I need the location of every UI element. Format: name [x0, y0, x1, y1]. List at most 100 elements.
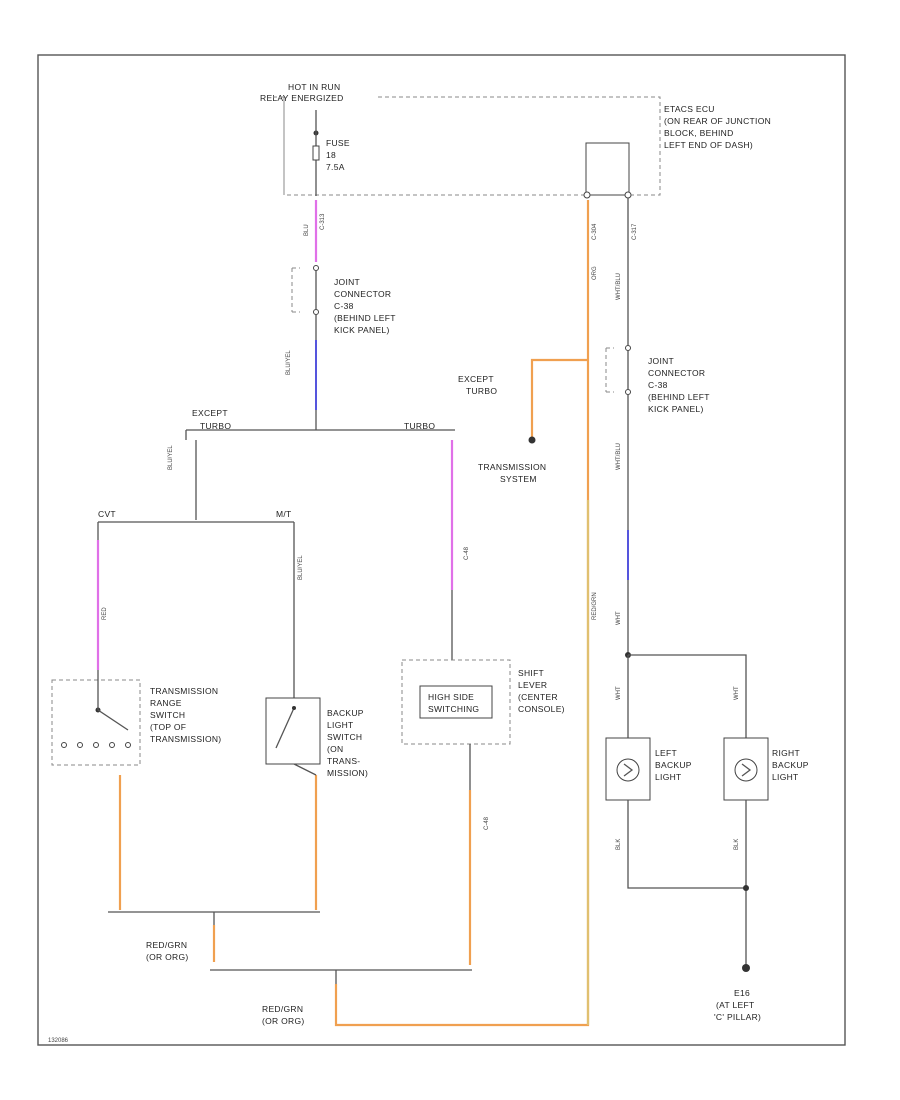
figure-id: 132086 [48, 1038, 69, 1044]
etacs-pin-right [624, 191, 632, 199]
trans-system-terminal [528, 436, 536, 444]
wire-label-c48-1: C-48 [464, 546, 470, 560]
label-bls-3: SWITCH [327, 732, 362, 742]
wire-label-bluyel-1: BLU/YEL [286, 350, 292, 375]
label-bls-6: MISSION) [327, 768, 368, 778]
trs-pin-5 [125, 742, 131, 748]
label-trs-2: RANGE [150, 698, 182, 708]
wire-label-wht-1: WHT [616, 611, 622, 625]
label-jc1-3: C-38 [334, 301, 354, 311]
label-fuse: FUSE [326, 138, 350, 148]
trs-pin-1 [61, 742, 67, 748]
high-side-switching-box [419, 685, 493, 719]
label-bls-1: BACKUP [327, 708, 364, 718]
bls-contact [275, 707, 295, 749]
label-bls-2: LIGHT [327, 720, 354, 730]
label-fuse-amp: 7.5A [326, 162, 345, 172]
label-jb-3: BLOCK, BEHIND [664, 128, 734, 138]
label-jc1-5: KICK PANEL) [334, 325, 390, 335]
wire-bls-link [293, 763, 317, 776]
wire-label-c48-2: C-48 [484, 816, 490, 830]
left-bulb-icon [616, 758, 640, 782]
label-trans-sys-2: SYSTEM [500, 474, 537, 484]
label-trs-3: SWITCH [150, 710, 185, 720]
label-bls-4: (ON [327, 744, 343, 754]
trs-outline [51, 679, 141, 766]
wire-label-blu: BLU [304, 224, 310, 236]
wire-label-bluyel-2: BLU/YEL [168, 445, 174, 470]
label-trans-sys-1: TRANSMISSION [478, 462, 546, 472]
wire-label-org: ORG [592, 266, 598, 280]
wire-left-ground [627, 800, 746, 889]
wire-long-orange [334, 500, 590, 1027]
trs-pin-3 [93, 742, 99, 748]
label-rg2-2: (OR ORG) [262, 1016, 305, 1026]
wire-label-c317: C-317 [632, 223, 638, 240]
right-bulb-filament [741, 763, 752, 777]
label-rbl-2: BACKUP [772, 760, 809, 770]
label-jc2-3: C-38 [648, 380, 668, 390]
wire-label-wht-3: WHT [734, 686, 740, 700]
label-lbl-1: LEFT [655, 748, 677, 758]
label-sl-1: SHIFT [518, 668, 544, 678]
wire-label-redgrn: RED/GRN [592, 592, 598, 620]
wire-label-whtblu-2: WHT/BLU [616, 443, 622, 470]
label-gnd-1: E16 [734, 988, 750, 998]
junction-block-outline [270, 96, 661, 196]
label-jc1-1: JOINT [334, 277, 360, 287]
label-jc2-4: (BEHIND LEFT [648, 392, 710, 402]
jc2-pin-top [625, 345, 631, 351]
label-except-turbo-2b: TURBO [466, 386, 497, 396]
etacs-pin-left [583, 191, 591, 199]
trs-pin-4 [109, 742, 115, 748]
backup-light-switch-box [265, 697, 321, 765]
label-shift-box-2: SWITCHING [428, 704, 479, 714]
label-trs-1: TRANSMISSION [150, 686, 218, 696]
label-sl-3: (CENTER [518, 692, 558, 702]
bls-pivot [292, 706, 296, 710]
label-gnd-3: 'C' PILLAR) [714, 1012, 761, 1022]
label-trs-5: TRANSMISSION) [150, 734, 221, 744]
label-gnd-2: (AT LEFT [716, 1000, 754, 1010]
jc1-pin-top [313, 265, 319, 271]
wire-label-c313: C-313 [320, 213, 326, 230]
label-hot-in-run: HOT IN RUN [288, 82, 340, 92]
label-except-turbo-1: EXCEPT [192, 408, 228, 418]
label-rg1-2: (OR ORG) [146, 952, 189, 962]
label-rg2-1: RED/GRN [262, 1004, 303, 1014]
ground-join-node [743, 885, 749, 891]
jc1-outline [291, 267, 300, 313]
ground-terminal-icon [742, 964, 750, 972]
label-cvt: CVT [98, 509, 116, 519]
label-turbo-1: TURBO [200, 421, 231, 431]
label-jb-1: ETACS ECU [664, 104, 715, 114]
label-turbo-right: TURBO [404, 421, 435, 431]
label-fuse-num: 18 [326, 150, 336, 160]
label-sl-2: LEVER [518, 680, 547, 690]
diagram-frame [37, 54, 846, 1046]
jc1-pin-bottom [313, 309, 319, 315]
label-jb-4: LEFT END OF DASH) [664, 140, 753, 150]
label-rbl-1: RIGHT [772, 748, 800, 758]
label-jc2-2: CONNECTOR [648, 368, 705, 378]
jc2-outline [605, 347, 614, 393]
label-rbl-3: LIGHT [772, 772, 799, 782]
wire-label-red-1: RED [102, 607, 108, 620]
wire-except-turbo-branch [530, 358, 588, 440]
wire-to-right-light [628, 654, 747, 738]
fuse-icon [312, 145, 320, 161]
wire-label-bluyel-3: BLU/YEL [298, 555, 304, 580]
label-shift-box: HIGH SIDE [428, 692, 474, 702]
label-bls-5: TRANS- [327, 756, 360, 766]
left-bulb-filament [623, 763, 634, 777]
label-mt: M/T [276, 509, 292, 519]
wire-label-whtblu-1: WHT/BLU [616, 273, 622, 300]
trs-pin-2 [77, 742, 83, 748]
trs-contact [97, 670, 129, 731]
label-jb-2: (ON REAR OF JUNCTION [664, 116, 771, 126]
label-jc2-1: JOINT [648, 356, 674, 366]
label-rg1-1: RED/GRN [146, 940, 187, 950]
label-lbl-2: BACKUP [655, 760, 692, 770]
wire-label-blk-2: BLK [734, 839, 740, 850]
